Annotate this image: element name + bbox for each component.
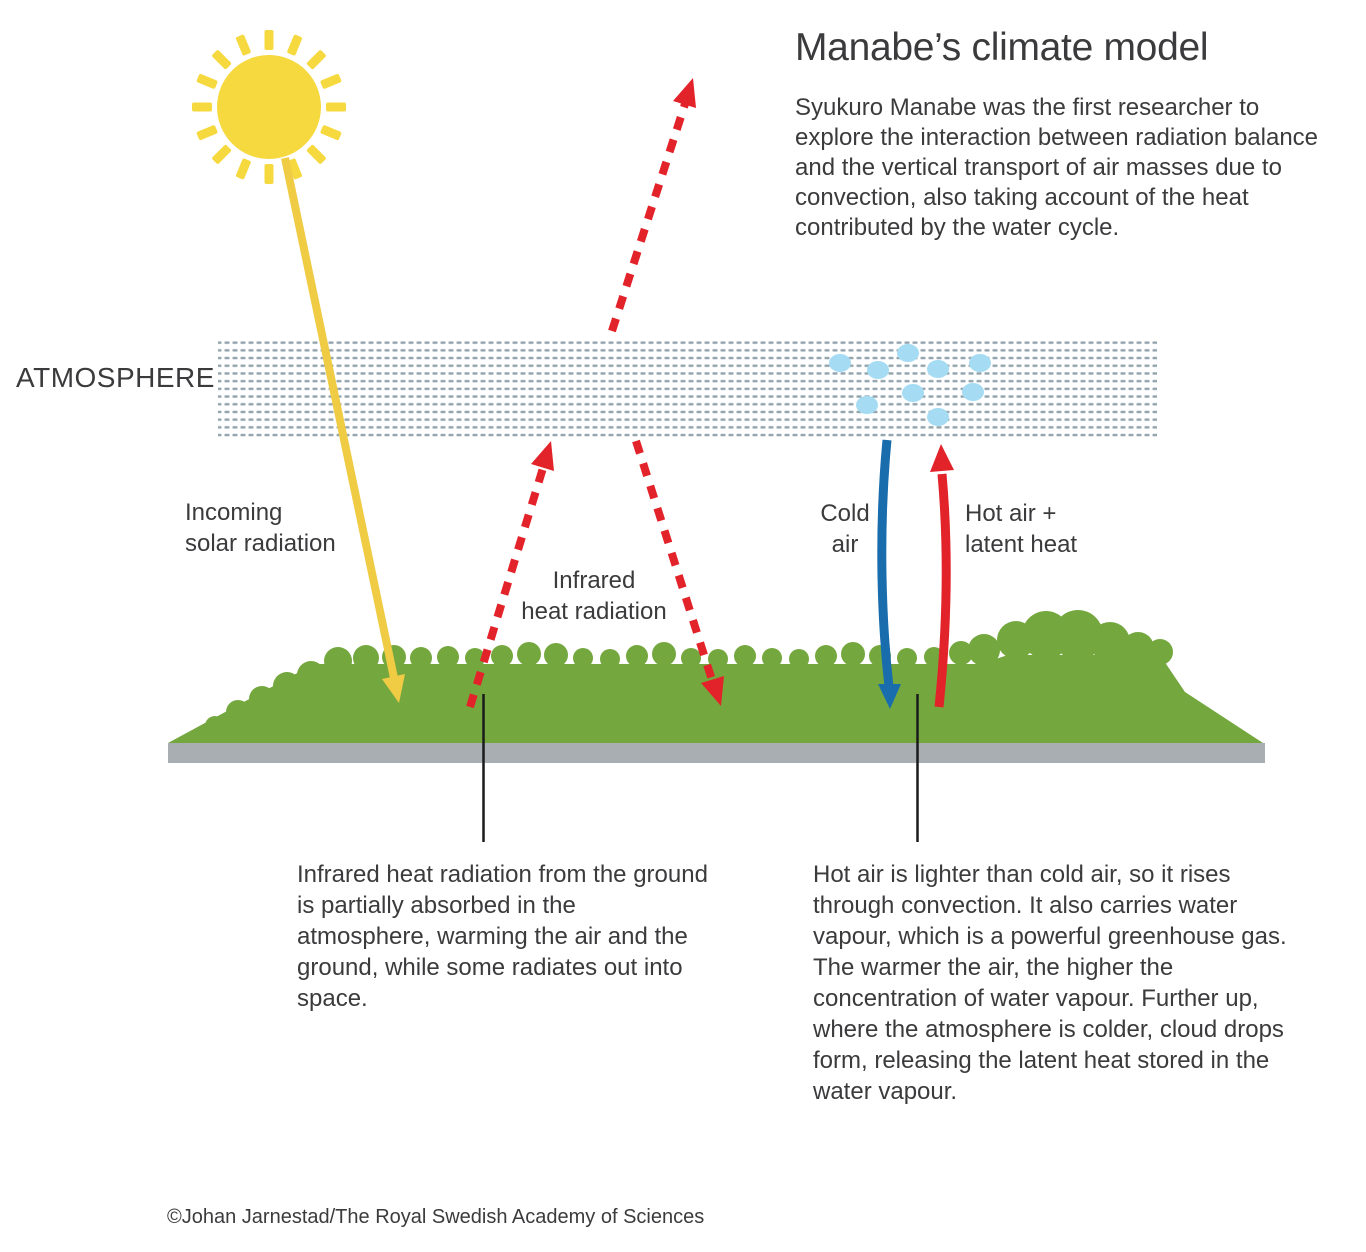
atmosphere-band xyxy=(218,337,1157,438)
caption-infrared-absorption: Infrared heat radiation from the ground … xyxy=(297,861,708,1012)
cold-air-label: Cold air xyxy=(820,500,870,558)
ground-bushes xyxy=(205,610,1173,736)
cold-air-arrow xyxy=(877,439,901,709)
page-title: Manabe’s climate model xyxy=(795,26,1209,69)
infrared-up-arrow xyxy=(466,441,554,709)
ground-base xyxy=(168,743,1265,763)
infrared-down-arrow xyxy=(632,439,724,706)
caption-convection: Hot air is lighter than cold air, so it … xyxy=(813,861,1287,1105)
infrared-escape-arrow xyxy=(608,78,696,333)
solar-radiation-arrow xyxy=(281,157,405,703)
credit-line: ©Johan Jarnestad/The Royal Swedish Acade… xyxy=(167,1206,705,1228)
cloud-drops-icon xyxy=(829,344,991,426)
incoming-solar-radiation-label: Incoming solar radiation xyxy=(185,499,336,557)
infrared-heat-radiation-label: Infrared heat radiation xyxy=(521,567,667,625)
hot-air-latent-heat-label: Hot air + latent heat xyxy=(965,500,1078,558)
atmosphere-label: ATMOSPHERE xyxy=(16,362,215,393)
sun-icon xyxy=(192,30,346,184)
hot-air-arrow xyxy=(930,444,954,708)
intro-paragraph: Syukuro Manabe was the first researcher … xyxy=(795,94,1319,241)
